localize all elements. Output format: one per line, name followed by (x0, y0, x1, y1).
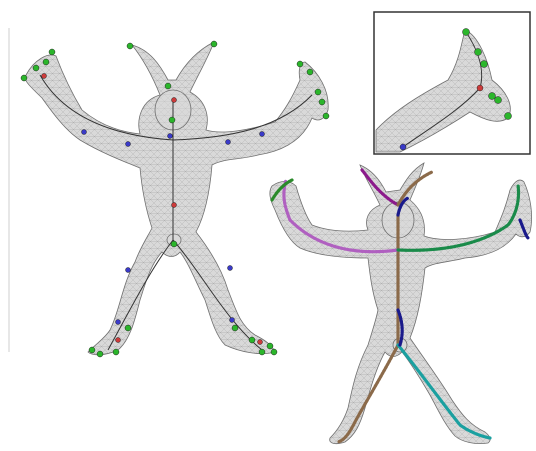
detail-inset (374, 12, 530, 154)
joint-end-node (171, 241, 177, 247)
joint-end-node (21, 75, 27, 81)
joint-end-node (323, 113, 329, 119)
joint-mid-node (82, 130, 87, 135)
joint-end-node (211, 41, 217, 47)
joint-end-node (315, 89, 321, 95)
inset-joint-end-node (463, 29, 470, 36)
joint-core-node (116, 338, 121, 343)
joint-end-node (127, 43, 133, 49)
joint-mid-node (168, 134, 173, 139)
joint-end-node (271, 349, 277, 355)
joint-end-node (249, 337, 255, 343)
inset-joint-end-node (505, 113, 512, 120)
joint-end-node (267, 343, 273, 349)
inset-joint-core-node (477, 85, 483, 91)
joint-mid-node (230, 318, 235, 323)
joint-core-node (172, 203, 177, 208)
joint-end-node (259, 349, 265, 355)
joint-mid-node (226, 140, 231, 145)
inset-joint-end-node (475, 49, 482, 56)
joint-end-node (232, 325, 238, 331)
joint-end-node (165, 83, 171, 89)
joint-end-node (319, 99, 325, 105)
inset-joint-end-node (495, 97, 502, 104)
joint-end-node (49, 49, 55, 55)
joint-core-node (258, 340, 263, 345)
joint-end-node (297, 61, 303, 67)
joint-mid-node (260, 132, 265, 137)
joint-end-node (113, 349, 119, 355)
joint-end-node (307, 69, 313, 75)
joint-core-node (42, 74, 47, 79)
joint-end-node (97, 351, 103, 357)
joint-mid-node (116, 320, 121, 325)
joint-end-node (43, 59, 49, 65)
inset-joint-end-node (481, 61, 488, 68)
joint-mid-node (228, 266, 233, 271)
joint-end-node (169, 117, 175, 123)
joint-mid-node (126, 142, 131, 147)
inset-joint-mid-node (400, 144, 406, 150)
joint-mid-node (126, 268, 131, 273)
inset-joint-end-node (489, 93, 496, 100)
joint-end-node (89, 347, 95, 353)
joint-core-node (172, 98, 177, 103)
joint-end-node (125, 325, 131, 331)
joint-end-node (33, 65, 39, 71)
